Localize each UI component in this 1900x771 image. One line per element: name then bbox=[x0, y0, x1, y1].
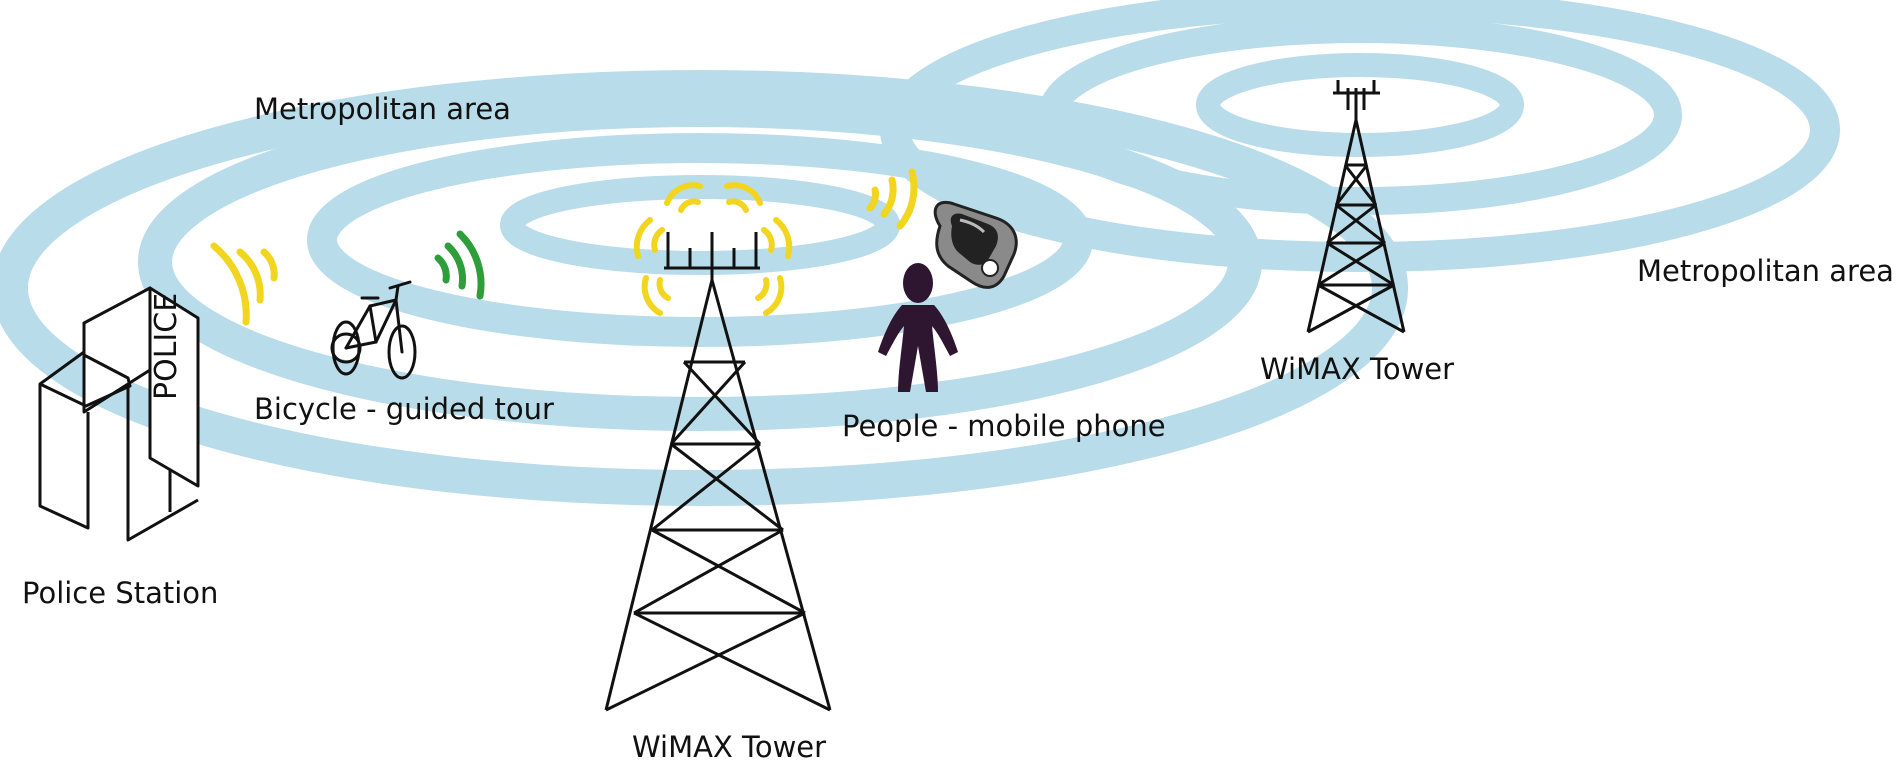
metro-area-label-left: Metropolitan area bbox=[254, 92, 511, 126]
bicycle-label: Bicycle - guided tour bbox=[254, 392, 554, 426]
police-station-icon bbox=[38, 286, 200, 542]
signal-wave-icon bbox=[434, 230, 485, 300]
tower-main-label: WiMAX Tower bbox=[632, 730, 826, 764]
police-sign-label: POLICE bbox=[149, 293, 184, 400]
people-label: People - mobile phone bbox=[842, 409, 1166, 443]
signal-wave-icon bbox=[633, 182, 793, 316]
tower-secondary-label: WiMAX Tower bbox=[1260, 352, 1454, 386]
coverage-rings-left bbox=[0, 70, 1408, 506]
person-icon bbox=[878, 263, 958, 392]
metro-area-label-right: Metropolitan area bbox=[1637, 254, 1894, 288]
wimax-tower-icon bbox=[1306, 80, 1406, 334]
signal-wave-icon bbox=[210, 242, 278, 326]
signal-wave-icon bbox=[866, 168, 918, 230]
bicycle-icon bbox=[330, 280, 417, 380]
mobile-phone-icon bbox=[933, 201, 1018, 289]
police-station-label: Police Station bbox=[22, 576, 218, 610]
wimax-tower-icon bbox=[604, 232, 832, 712]
